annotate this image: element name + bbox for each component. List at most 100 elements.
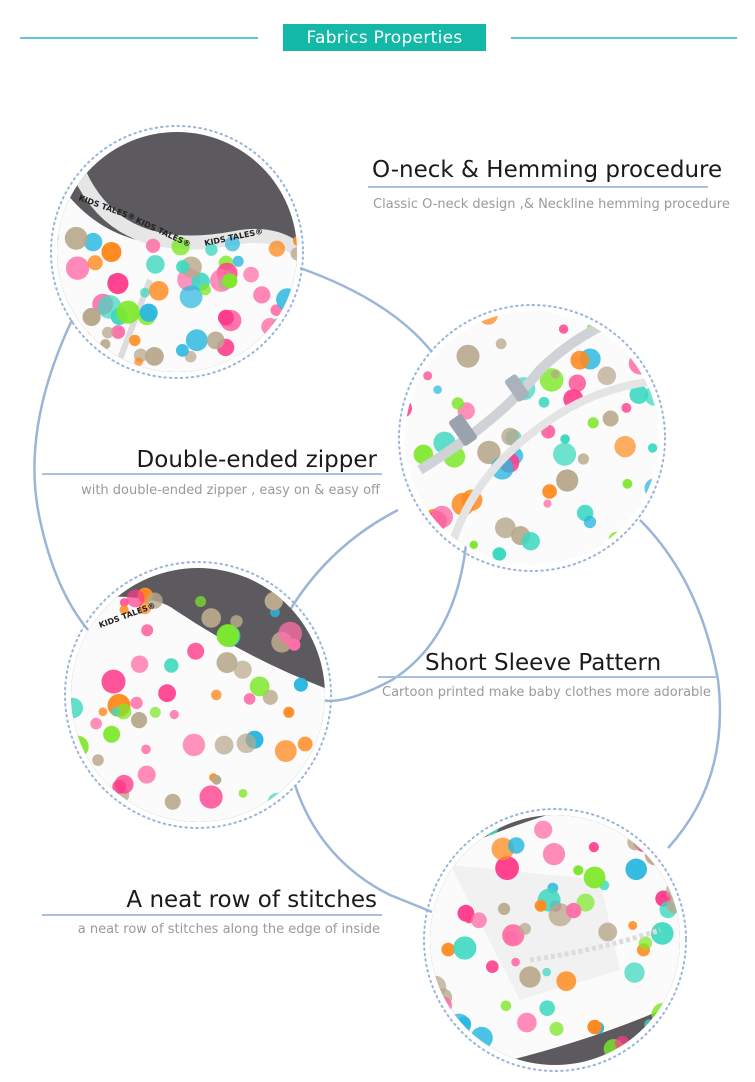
print-dot — [164, 793, 181, 810]
print-dot — [71, 334, 88, 351]
print-dot — [576, 893, 595, 912]
print-dot — [146, 238, 161, 253]
print-dot — [107, 272, 129, 295]
feature-title-oneck: O-neck & Hemming procedure — [372, 157, 723, 183]
print-dot — [293, 677, 308, 692]
print-dot — [622, 478, 633, 489]
print-dot — [434, 996, 452, 1015]
print-dot — [283, 706, 295, 718]
print-dot — [195, 596, 207, 607]
print-dot — [408, 524, 427, 544]
print-dot — [405, 541, 411, 556]
print-dot — [441, 942, 456, 957]
neckline-ring — [50, 125, 304, 379]
print-dot — [456, 344, 480, 368]
print-dot — [176, 344, 189, 357]
print-dot — [469, 540, 478, 549]
header-line-left — [20, 37, 258, 39]
print-dot — [87, 255, 103, 271]
print-dot — [426, 318, 450, 342]
print-dot — [238, 789, 248, 798]
print-dot — [498, 902, 511, 916]
print-dot — [486, 960, 499, 973]
print-dot — [71, 735, 89, 758]
feature-subtitle-sleeve: Cartoon printed make baby clothes more a… — [382, 685, 711, 700]
print-dot — [111, 707, 121, 717]
print-dot — [149, 706, 161, 718]
print-dot — [477, 440, 501, 465]
print-dot — [297, 736, 313, 752]
zipper-photo — [405, 311, 659, 565]
print-dot — [137, 765, 156, 784]
print-dot — [74, 330, 92, 349]
print-dot — [478, 311, 498, 325]
print-dot — [556, 971, 577, 991]
print-dot — [507, 837, 525, 854]
print-dot — [565, 902, 582, 919]
print-dot — [588, 842, 600, 853]
print-dot — [140, 287, 150, 298]
print-dot — [64, 226, 88, 250]
print-dot — [230, 615, 243, 628]
print-dot — [139, 303, 158, 322]
print-dot — [495, 517, 516, 539]
print-dot — [626, 311, 650, 332]
print-dot — [115, 703, 132, 720]
print-dot — [287, 330, 297, 346]
print-dot — [264, 591, 283, 611]
print-dot — [146, 592, 163, 609]
print-dot — [211, 774, 222, 785]
print-dot — [495, 856, 519, 880]
print-dot — [130, 696, 143, 710]
feature-title-stitches: A neat row of stitches — [126, 887, 377, 913]
print-dot — [206, 331, 225, 350]
print-dot — [205, 243, 218, 256]
print-dot — [214, 735, 234, 755]
print-dot — [243, 693, 256, 705]
print-dot — [447, 1013, 471, 1038]
section-banner: Fabrics Properties — [283, 24, 486, 51]
print-dot — [185, 329, 208, 352]
sleeve-photo: KIDS TALES® — [71, 568, 325, 822]
print-dot — [492, 547, 507, 561]
print-dot — [134, 357, 144, 367]
print-dot — [423, 371, 433, 381]
print-dot — [647, 443, 658, 453]
print-dot — [614, 435, 636, 458]
print-dot — [141, 624, 154, 637]
print-dot — [158, 684, 177, 703]
print-dot — [431, 505, 453, 528]
print-dot — [176, 260, 190, 274]
print-dot — [267, 792, 288, 813]
print-dot — [187, 642, 205, 660]
print-dot — [539, 1000, 555, 1016]
print-dot — [628, 921, 638, 930]
print-dot — [43, 284, 55, 296]
print-dot — [467, 815, 485, 831]
print-dot — [149, 281, 169, 301]
feature-subtitle-stitches: a neat row of stitches along the edge of… — [77, 922, 380, 937]
print-dot — [471, 912, 487, 929]
print-dot — [651, 922, 674, 945]
print-dot — [268, 240, 285, 257]
print-dot — [100, 339, 111, 350]
neckline-photo: KIDS TALES® KIDS TALES® KIDS TALES® — [43, 132, 314, 372]
print-dot — [511, 957, 520, 967]
print-dot — [451, 397, 464, 410]
print-dot — [211, 689, 222, 701]
print-dot — [670, 1009, 679, 1018]
print-dot — [77, 336, 92, 351]
print-dot — [587, 1019, 602, 1035]
print-dot — [534, 899, 547, 912]
print-dot — [116, 300, 140, 324]
print-dot — [519, 966, 541, 988]
curve-zipper-to-sleeve — [321, 544, 468, 702]
print-dot — [299, 291, 314, 306]
print-dot — [233, 660, 252, 679]
print-dot — [225, 236, 240, 252]
feature-subtitle-oneck: Classic O-neck design ,& Neckline hemmin… — [373, 197, 730, 212]
print-dot — [282, 786, 306, 811]
print-dot — [129, 334, 141, 347]
print-dot — [130, 655, 149, 673]
